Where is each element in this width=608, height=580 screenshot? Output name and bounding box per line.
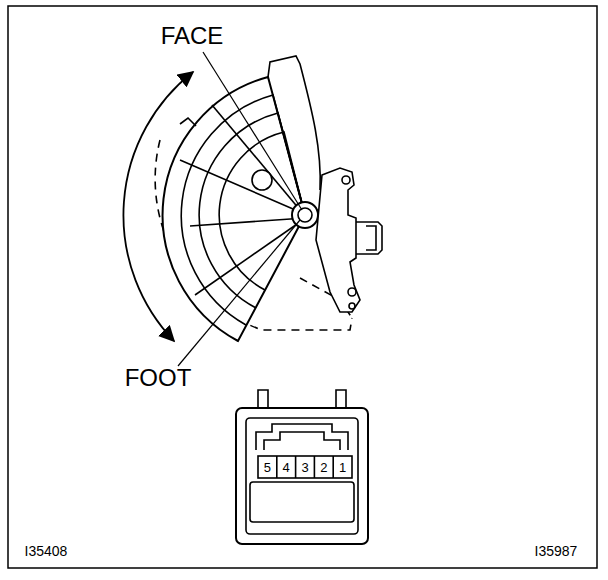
figure-code: I35408 [25, 544, 68, 558]
position-label: FOOT [125, 366, 192, 390]
position-label: FACE [161, 24, 224, 48]
pin-number: 5 [264, 461, 271, 474]
figure-code: I35987 [535, 544, 578, 558]
pin-number: 1 [339, 461, 346, 474]
pin-number: 3 [301, 461, 308, 474]
pin-number: 4 [283, 461, 290, 474]
pin-number: 2 [320, 461, 327, 474]
